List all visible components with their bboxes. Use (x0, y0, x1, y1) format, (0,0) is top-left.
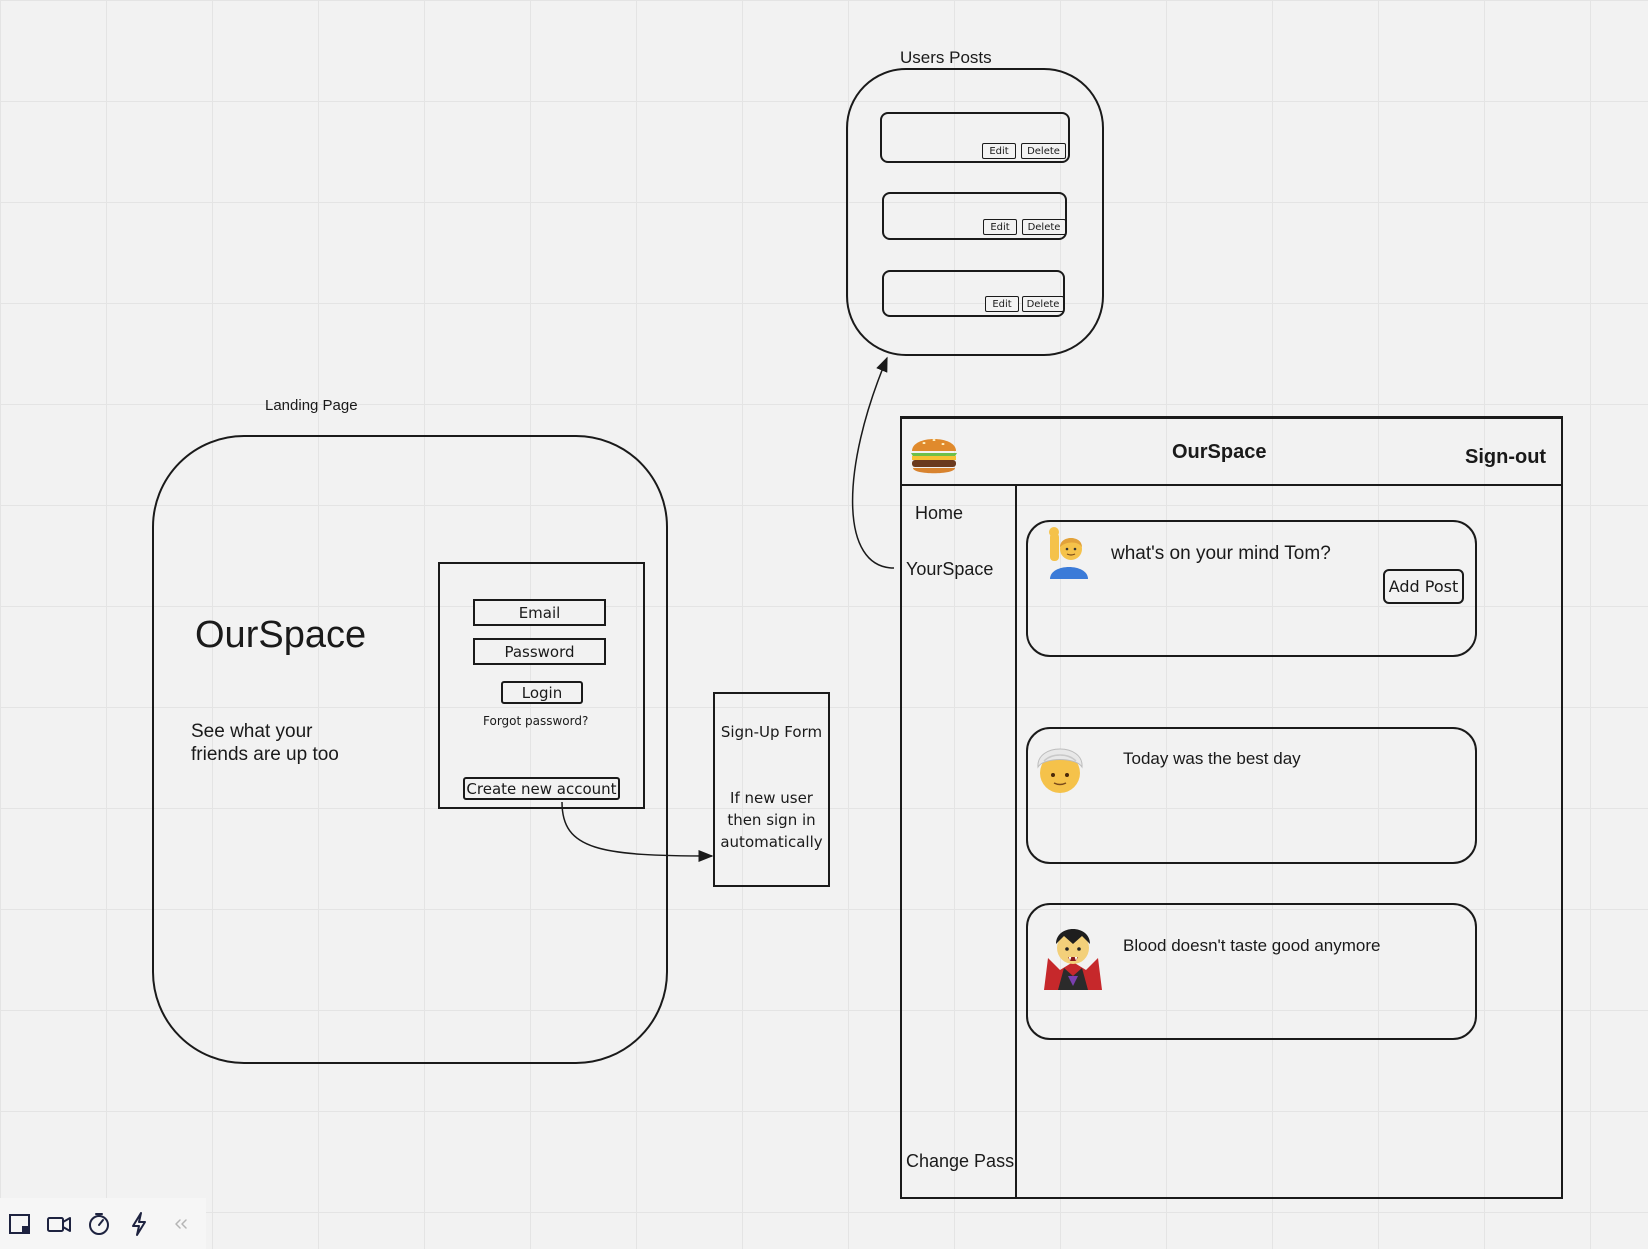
feed-post-card (1026, 903, 1477, 1040)
landing-tagline-line2: friends are up too (191, 744, 339, 765)
signup-form-box (713, 692, 830, 887)
timer-icon[interactable] (86, 1211, 112, 1237)
sidebar-item-change-pass[interactable]: Change Pass (906, 1151, 1015, 1171)
person-wearing-turban-icon (1037, 748, 1083, 793)
sidebar-item-home[interactable]: Home (915, 503, 964, 523)
feed-post-card (1026, 727, 1477, 864)
home-brand: OurSpace (1172, 441, 1267, 463)
users-posts-panel (846, 68, 1104, 356)
login-form (438, 562, 645, 809)
home-header-divider (900, 484, 1563, 486)
landing-tagline-line1: See what your (191, 721, 313, 742)
forgot-password-link[interactable]: Forgot password? (483, 714, 589, 728)
landing-brand: OurSpace (195, 614, 367, 656)
post-edit-button[interactable]: Edit (982, 143, 1016, 159)
feed-post-text: Blood doesn't taste good anymore (1123, 936, 1381, 955)
feed-post-text: Today was the best day (1123, 749, 1301, 768)
man-raising-hand-icon (1049, 527, 1088, 579)
password-field[interactable]: Password (473, 638, 606, 665)
video-icon[interactable] (46, 1211, 72, 1237)
composer-prompt: what's on your mind Tom? (1111, 543, 1331, 564)
post-delete-button[interactable]: Delete (1022, 296, 1064, 312)
signup-form-title: Sign-Up Form (720, 723, 823, 741)
signout-link[interactable]: Sign-out (1465, 446, 1547, 468)
signup-note-line3: automatically (720, 833, 823, 851)
user-post-card (882, 270, 1065, 317)
users-posts-title: Users Posts (900, 48, 992, 67)
landing-page-title: Landing Page (265, 397, 358, 414)
home-sidebar-divider (1015, 484, 1017, 1199)
user-post-card (880, 112, 1070, 163)
post-edit-button[interactable]: Edit (983, 219, 1017, 235)
composer-card (1026, 520, 1477, 657)
signup-note-line1: If new user (730, 789, 813, 807)
landing-page-frame (152, 435, 668, 1064)
post-delete-button[interactable]: Delete (1021, 143, 1066, 159)
user-post-card (882, 192, 1067, 240)
sticky-note-icon[interactable] (7, 1211, 33, 1237)
home-top-border (900, 416, 1563, 419)
post-edit-button[interactable]: Edit (985, 296, 1019, 312)
collapse-icon[interactable] (168, 1211, 194, 1237)
create-account-button[interactable]: Create new account (463, 777, 620, 800)
sidebar-item-yourspace[interactable]: YourSpace (906, 559, 994, 579)
burger-icon (911, 439, 957, 474)
add-post-button[interactable]: Add Post (1383, 569, 1464, 604)
arrow-yourspace-to-posts (851, 356, 895, 569)
bottom-toolbar (0, 1198, 206, 1249)
signup-note-line2: then sign in (727, 811, 816, 829)
lightning-icon[interactable] (126, 1211, 152, 1237)
post-delete-button[interactable]: Delete (1022, 219, 1066, 235)
email-field[interactable]: Email (473, 599, 606, 626)
vampire-icon (1044, 929, 1102, 990)
arrow-create-to-signup (561, 801, 714, 862)
login-button[interactable]: Login (501, 681, 583, 704)
